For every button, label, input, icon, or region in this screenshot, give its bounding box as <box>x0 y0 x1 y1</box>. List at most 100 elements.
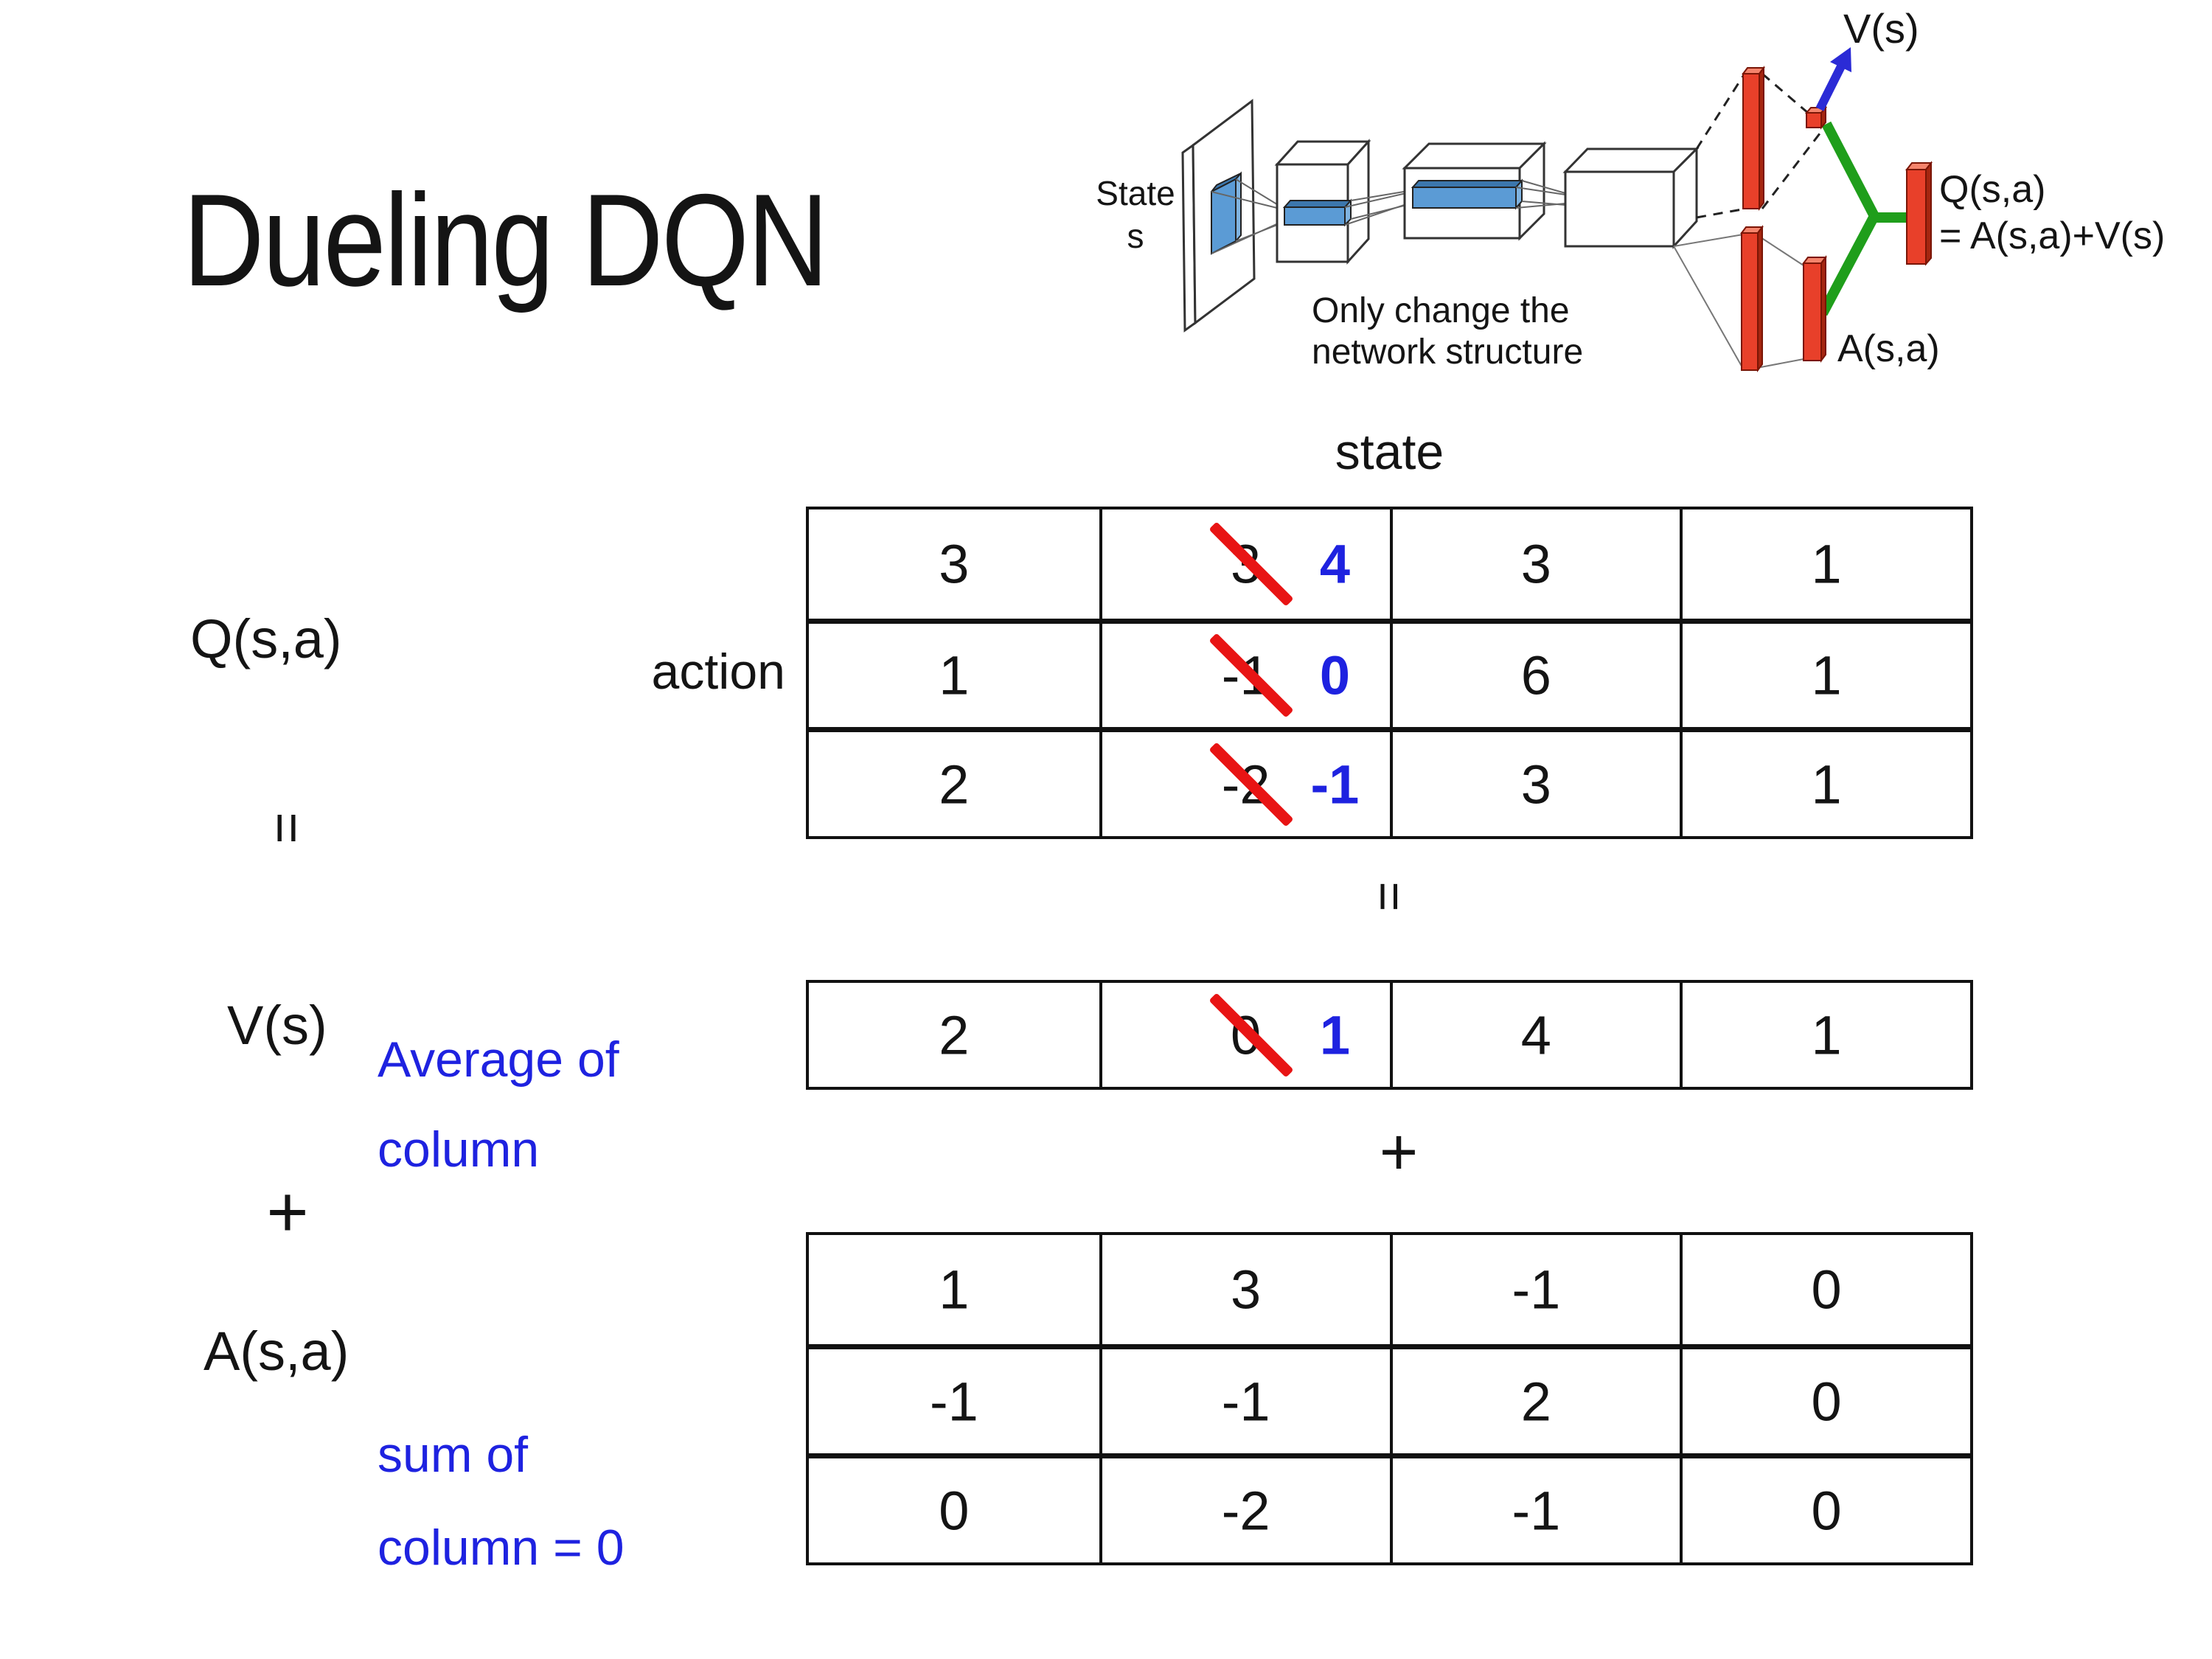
matrix-cell: -10 <box>1099 618 1390 728</box>
dueling-network-diagram: State s V(s) Q(s,a) = A(s,a)+V(s) A(s,a)… <box>1096 5 2165 372</box>
cell-value: 3 <box>1520 754 1551 815</box>
cell-value: -2 <box>1221 1480 1270 1541</box>
cell-value: -1 <box>1512 1480 1561 1541</box>
cell-value: 1 <box>939 644 970 706</box>
cell-value: 0 <box>1811 1259 1842 1321</box>
advantage-matrix: 1 3 -1 0 -1 -1 2 0 0 -2 -1 0 <box>806 1232 1973 1565</box>
updated-value: 0 <box>1319 644 1351 706</box>
matrix-cell: 1 <box>809 618 1099 728</box>
state-column-header: state <box>1335 424 1444 480</box>
converge-lines-1 <box>1211 178 1284 254</box>
matrix-cell: 3 <box>1389 509 1680 619</box>
plus-sign-center: + <box>1379 1115 1419 1189</box>
matrix-cell: 3 <box>1099 1235 1390 1344</box>
sum-note-line2: column = 0 <box>378 1520 625 1576</box>
average-of-column-note: Average of column <box>378 1015 619 1194</box>
state-input-label: State <box>1096 174 1175 212</box>
plus-sign-left: + <box>266 1170 309 1252</box>
combine-y-connector <box>1818 121 1910 316</box>
a-output-label: A(s,a) <box>1837 327 1940 370</box>
q-output-bar <box>1905 161 1933 266</box>
equals-rotated-center: = <box>1361 881 1419 912</box>
a-matrix-label: A(s,a) <box>204 1321 349 1382</box>
cell-value: -1 <box>1221 1371 1270 1432</box>
v-output-label: V(s) <box>1843 5 1919 52</box>
matrix-cell: 0 <box>809 1453 1099 1562</box>
matrix-cell: 2 <box>1389 1344 1680 1453</box>
cell-value: 2 <box>939 754 970 815</box>
value-hidden-bar <box>1742 66 1765 211</box>
matrix-cell: -1 <box>809 1344 1099 1453</box>
matrix-cell: 4 <box>1389 983 1680 1087</box>
advantage-stream-links <box>1673 234 1804 369</box>
cell-value: 1 <box>1811 1004 1842 1065</box>
matrix-cell: 1 <box>1680 983 1970 1087</box>
cell-value: 1 <box>1811 533 1842 595</box>
cell-value: 3 <box>1520 533 1551 595</box>
value-output-arrow <box>1815 47 1851 111</box>
fc-layer-4 <box>1562 146 1700 249</box>
sum-of-column-note: sum of column = 0 <box>378 1408 625 1594</box>
state-value-vector: 2 01 4 1 <box>806 980 1973 1090</box>
matrix-cell: 1 <box>1680 727 1970 836</box>
slide-title: Dueling DQN <box>183 167 829 313</box>
matrix-cell: 2 <box>809 983 1099 1087</box>
updated-value: 4 <box>1319 533 1351 595</box>
cell-value: 4 <box>1520 1004 1551 1065</box>
sum-note-line1: sum of <box>378 1427 529 1483</box>
matrix-cell: 0 <box>1680 1344 1970 1453</box>
cell-value: 0 <box>939 1480 970 1541</box>
value-stream-dashed-links <box>1695 72 1826 219</box>
advantage-node-bar <box>1802 255 1827 363</box>
cell-value: 2 <box>1520 1371 1551 1432</box>
matrix-cell: 01 <box>1099 983 1390 1087</box>
converge-lines-2 <box>1344 189 1413 226</box>
average-note-line2: column <box>378 1121 540 1178</box>
q-matrix-label: Q(s,a) <box>190 608 342 669</box>
matrix-cell: -2 <box>1099 1453 1390 1562</box>
network-note-line2: network structure <box>1312 333 1583 372</box>
matrix-cell: 0 <box>1680 1453 1970 1562</box>
matrix-cell: -2-1 <box>1099 727 1390 836</box>
matrix-cell: 1 <box>1680 618 1970 728</box>
conv-feature-1 <box>1211 171 1242 255</box>
cell-value: 0 <box>1811 1371 1842 1432</box>
network-note-line1: Only change the <box>1312 291 1570 330</box>
matrix-cell: 0 <box>1680 1235 1970 1344</box>
conv-feature-2 <box>1282 198 1353 227</box>
cell-value: -1 <box>929 1371 978 1432</box>
cell-value: 3 <box>1231 1259 1262 1321</box>
cell-value: -1 <box>1512 1259 1561 1321</box>
updated-value: -1 <box>1310 754 1360 815</box>
cell-value: 6 <box>1520 644 1551 706</box>
matrix-cell: 34 <box>1099 509 1390 619</box>
cell-value: 1 <box>1811 754 1842 815</box>
matrix-cell: 3 <box>809 509 1099 619</box>
equals-rotated-left: = <box>257 812 319 844</box>
matrix-cell: 1 <box>1680 509 1970 619</box>
cell-value: 3 <box>939 533 970 595</box>
conv-feature-3 <box>1411 178 1524 210</box>
matrix-cell: -1 <box>1389 1235 1680 1344</box>
cell-value: 1 <box>1811 644 1842 706</box>
updated-value: 1 <box>1319 1004 1351 1065</box>
matrix-cell: 1 <box>809 1235 1099 1344</box>
matrix-cell: -1 <box>1389 1453 1680 1562</box>
matrix-cell: 6 <box>1389 618 1680 728</box>
action-row-header: action <box>651 644 785 700</box>
state-input-sub: s <box>1127 217 1144 255</box>
v-vector-label: V(s) <box>227 995 327 1056</box>
cell-value: 2 <box>939 1004 970 1065</box>
cell-value: 1 <box>939 1259 970 1321</box>
value-node <box>1804 105 1828 130</box>
cell-value: 0 <box>1811 1480 1842 1541</box>
q-output-formula: = A(s,a)+V(s) <box>1939 215 2165 257</box>
converge-lines-3 <box>1515 180 1566 209</box>
matrix-cell: -1 <box>1099 1344 1390 1453</box>
matrix-cell: 3 <box>1389 727 1680 836</box>
matrix-cell: 2 <box>809 727 1099 836</box>
advantage-hidden-bar <box>1740 225 1764 372</box>
average-note-line1: Average of <box>378 1032 619 1088</box>
